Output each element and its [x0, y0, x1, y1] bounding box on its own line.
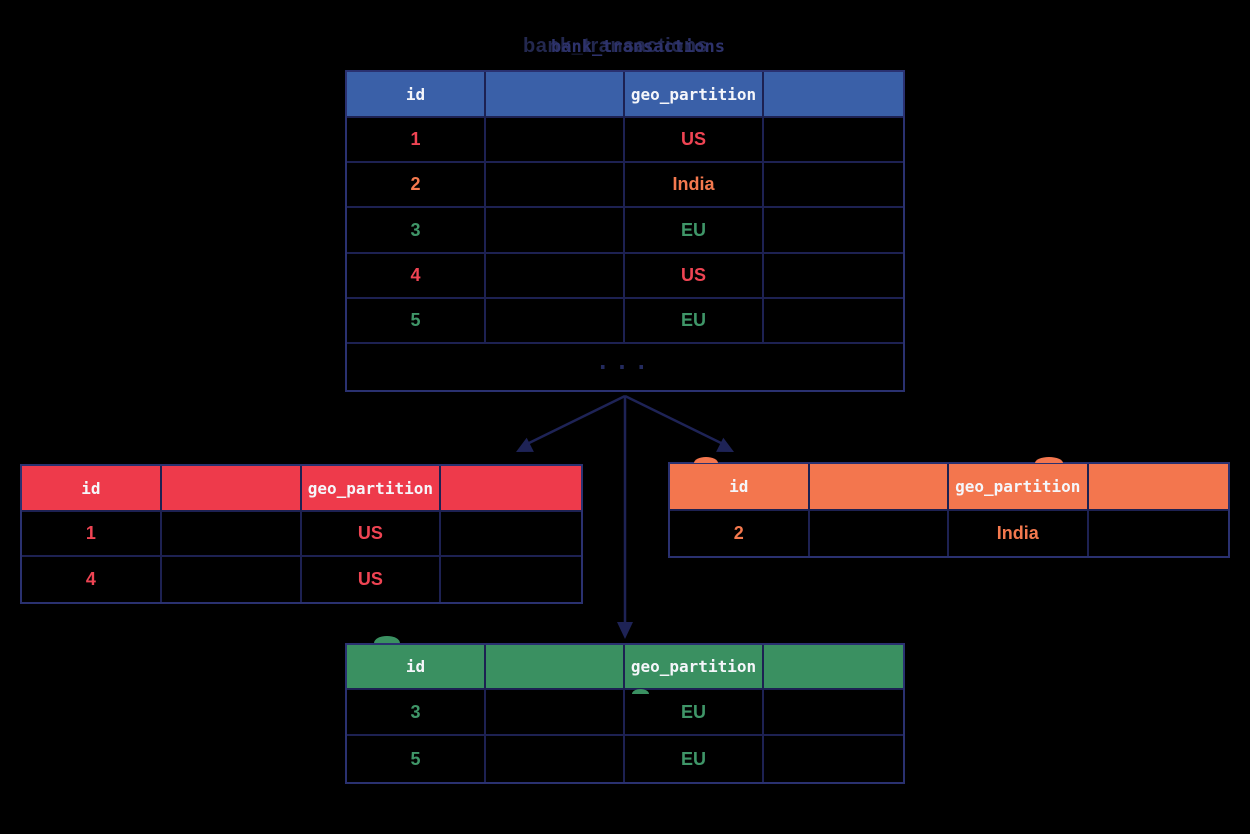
arrowhead-india	[716, 437, 734, 452]
cell-empty	[764, 163, 903, 208]
header-cell-id: id	[670, 464, 810, 511]
header-cell-geo-partition: geo_partition	[625, 72, 764, 118]
header-cell-geo-partition: geo_partition	[625, 645, 764, 690]
cell-id: 4	[22, 557, 162, 602]
cell-empty	[486, 163, 625, 208]
ellipsis-row: ...	[596, 349, 654, 375]
table-bank-transactions: id geo_partition 1 US 2 India 3 EU 4 US …	[345, 70, 905, 392]
cell-id: 2	[670, 511, 810, 556]
cell-empty	[441, 557, 581, 602]
cell-empty	[162, 557, 302, 602]
cell-empty	[764, 254, 903, 299]
header-cell-geo-partition: geo_partition	[301, 466, 442, 512]
cell-id: 3	[347, 208, 486, 254]
header-cell-id: id	[22, 466, 162, 512]
cell-empty	[486, 690, 625, 736]
table-us-partition: id geo_partition 1 US 4 US	[20, 464, 583, 604]
cell-empty	[486, 208, 625, 254]
arrowhead-eu	[617, 622, 633, 639]
header-cell-id: id	[347, 72, 486, 118]
cell-empty	[441, 512, 581, 557]
cell-empty	[486, 118, 625, 163]
cell-geo-partition: India	[625, 163, 764, 208]
cell-id: 5	[347, 299, 486, 344]
header-cell-empty	[1088, 464, 1228, 511]
cell-empty	[810, 511, 949, 556]
cell-empty	[1089, 511, 1229, 556]
cell-empty	[161, 512, 302, 557]
table-eu-partition: id geo_partition 3 EU 5 EU	[345, 643, 905, 784]
arrow-to-india	[624, 394, 724, 446]
header-cell-empty	[764, 72, 903, 118]
decorative-arc-icon	[1035, 457, 1063, 463]
cell-geo-partition: EU	[625, 690, 764, 736]
cell-empty	[764, 690, 903, 736]
cell-id: 3	[347, 690, 486, 736]
cell-geo-partition: US	[301, 512, 442, 557]
cell-id: 1	[22, 512, 162, 557]
cell-empty	[764, 299, 903, 344]
cell-empty	[486, 736, 625, 782]
cell-geo-partition: US	[302, 557, 442, 602]
cell-empty	[764, 208, 903, 254]
cell-empty	[486, 299, 625, 344]
cell-empty	[764, 118, 903, 163]
header-cell-empty	[486, 72, 625, 118]
cell-id: 2	[347, 163, 486, 208]
cell-empty	[764, 736, 903, 782]
cell-id: 5	[347, 736, 486, 782]
cell-geo-partition: EU	[625, 208, 764, 254]
header-cell-empty	[486, 645, 625, 690]
cell-geo-partition: US	[625, 118, 764, 163]
header-cell-id: id	[347, 645, 486, 690]
arrow-to-us	[526, 394, 626, 446]
header-cell-empty	[161, 466, 302, 512]
decorative-arc-icon	[632, 689, 649, 694]
decorative-arc-icon	[374, 636, 400, 643]
cell-empty	[486, 254, 625, 299]
header-cell-empty	[764, 645, 903, 690]
header-cell-geo-partition: geo_partition	[949, 464, 1089, 511]
cell-id: 1	[347, 118, 486, 163]
cell-id: 4	[347, 254, 486, 299]
diagram-title: bank_transactions	[523, 35, 709, 57]
cell-geo-partition: EU	[625, 299, 764, 344]
arrowhead-us	[516, 437, 534, 452]
decorative-arc-icon	[694, 457, 718, 463]
cell-geo-partition: EU	[625, 736, 764, 782]
header-cell-empty	[441, 466, 581, 512]
diagram-title-ghost: bank_transactions	[551, 37, 725, 57]
cell-geo-partition: US	[625, 254, 764, 299]
table-india-partition: id geo_partition 2 India	[668, 462, 1230, 558]
header-cell-empty	[809, 464, 949, 511]
cell-geo-partition: India	[949, 511, 1089, 556]
